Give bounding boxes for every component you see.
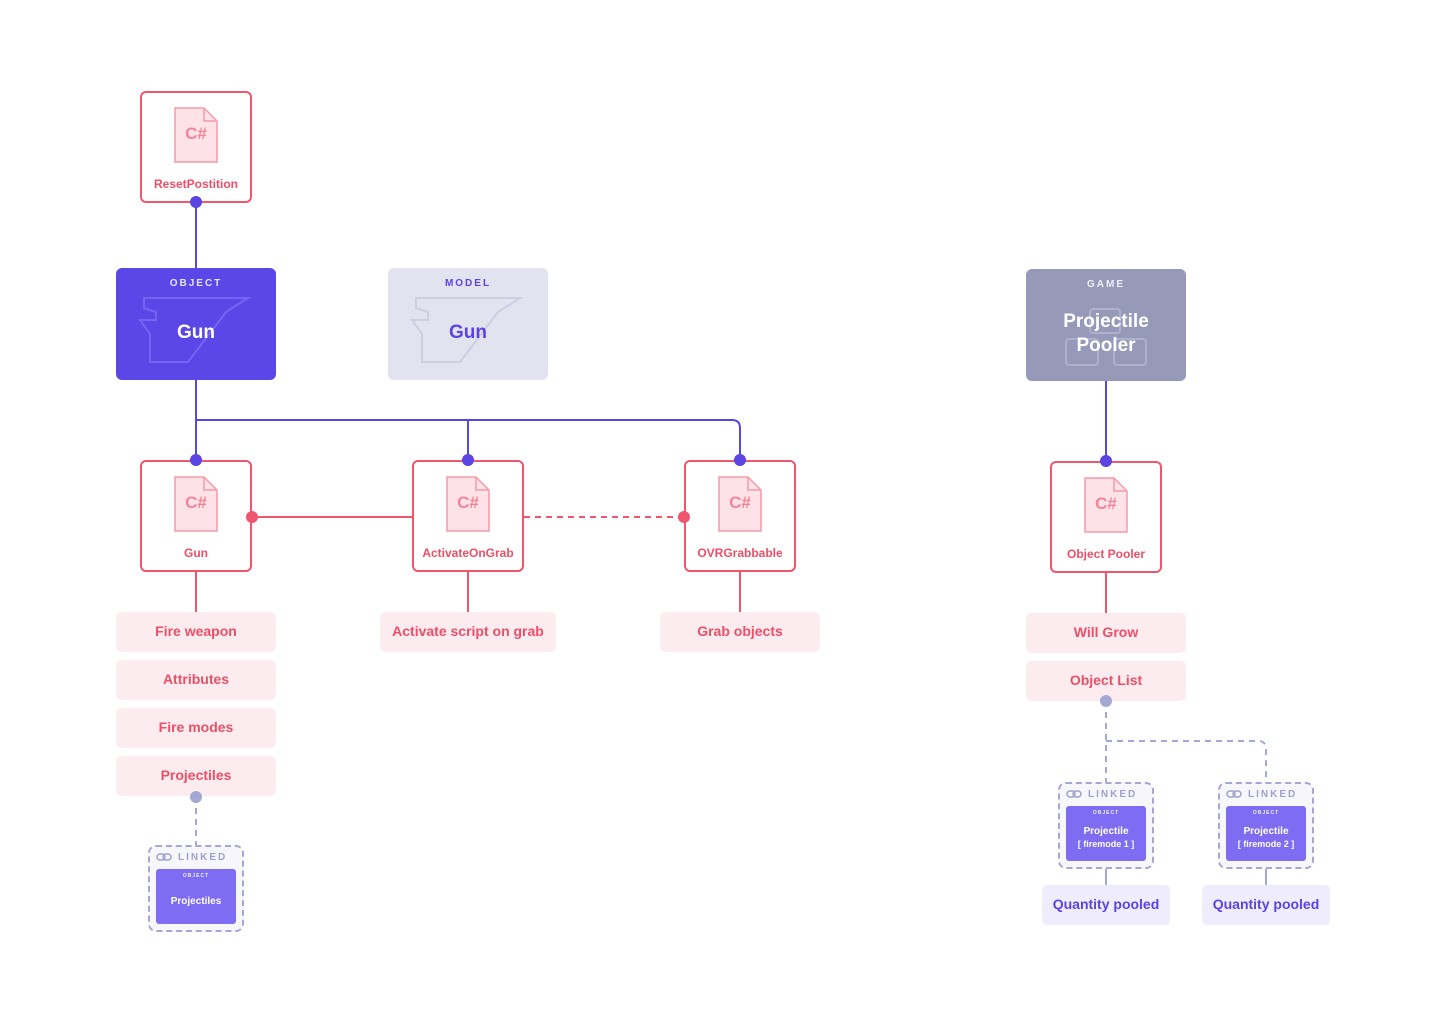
linked-object-projectiles[interactable]: LINKED OBJECT Projectiles	[148, 845, 244, 932]
connector-dot	[190, 791, 202, 803]
csharp-label: C#	[457, 493, 479, 512]
link-icon	[1066, 790, 1082, 798]
connector-objectlist-linked	[1105, 701, 1267, 782]
linked-object-kind: OBJECT	[1092, 810, 1120, 816]
pill-activate-script-on-grab[interactable]: Activate script on grab	[380, 612, 556, 652]
connector-gun-branch	[196, 419, 741, 460]
card-kind: GAME	[1087, 279, 1125, 290]
pill-projectiles[interactable]: Projectiles	[116, 756, 276, 796]
linked-object-title-line2: [ firemode 1 ]	[1077, 839, 1135, 849]
connector-dot	[678, 511, 690, 523]
link-icon	[1226, 790, 1242, 798]
connector-dot	[1100, 455, 1112, 467]
script-name: ActivateOnGrab	[422, 546, 514, 560]
pill-fire-modes[interactable]: Fire modes	[116, 708, 276, 748]
card-kind: OBJECT	[169, 278, 223, 289]
csharp-file-icon	[1084, 477, 1128, 533]
connector-dot	[190, 196, 202, 208]
model-card-gun[interactable]: MODEL Gun	[388, 268, 548, 380]
connector-dot	[190, 454, 202, 466]
linked-object-title: Projectiles	[170, 896, 222, 907]
linked-object-title-line2: [ firemode 2 ]	[1237, 839, 1295, 849]
linked-object-card: OBJECT Projectiles	[156, 869, 236, 924]
card-title-line1: Projectile	[1063, 311, 1149, 332]
script-name: Object Pooler	[1066, 547, 1146, 561]
csharp-file-icon	[446, 476, 490, 532]
linked-label: LINKED	[1248, 788, 1298, 800]
csharp-label: C#	[1095, 494, 1117, 513]
card-kind: MODEL	[444, 278, 492, 289]
csharp-file-icon	[718, 476, 762, 532]
connector-dot	[1100, 695, 1112, 707]
linked-header: LINKED	[1066, 787, 1137, 801]
pill-quantity-pooled-2[interactable]: Quantity pooled	[1202, 885, 1330, 925]
script-card-object-pooler[interactable]: C# Object Pooler	[1050, 461, 1162, 573]
connector-dot	[246, 511, 258, 523]
connector-dot	[462, 454, 474, 466]
script-card-activate-on-grab[interactable]: C# ActivateOnGrab	[412, 460, 524, 572]
card-title: Gun	[177, 322, 215, 343]
linked-object-projectile-firemode-1[interactable]: LINKED OBJECT Projectile [ firemode 1 ]	[1058, 782, 1154, 869]
gun-silhouette-icon	[410, 297, 524, 363]
linked-object-kind: OBJECT	[182, 873, 210, 879]
linked-header: LINKED	[156, 850, 227, 864]
csharp-file-icon	[174, 476, 218, 532]
linked-label: LINKED	[1088, 788, 1138, 800]
script-name: OVRGrabbable	[697, 546, 783, 560]
card-title: Projectile Pooler	[1026, 310, 1186, 358]
linked-object-card: OBJECT Projectile [ firemode 2 ]	[1226, 806, 1306, 861]
linked-label: LINKED	[178, 851, 228, 863]
pill-grab-objects[interactable]: Grab objects	[660, 612, 820, 652]
csharp-label: C#	[185, 493, 207, 512]
csharp-label: C#	[729, 493, 751, 512]
pill-object-list[interactable]: Object List	[1026, 661, 1186, 701]
blocks-icon	[1065, 308, 1147, 366]
linked-object-title-line1: Projectile	[1083, 826, 1129, 837]
object-card-gun[interactable]: OBJECT Gun	[116, 268, 276, 380]
gun-silhouette-icon	[138, 297, 252, 363]
pill-will-grow[interactable]: Will Grow	[1026, 613, 1186, 653]
linked-object-card: OBJECT Projectile [ firemode 1 ]	[1066, 806, 1146, 861]
card-title: Gun	[449, 322, 487, 343]
card-title-line2: Pooler	[1076, 335, 1136, 356]
script-card-reset-position[interactable]: C# ResetPostition	[140, 91, 252, 203]
linked-object-kind: OBJECT	[1252, 810, 1280, 816]
script-name: ResetPostition	[153, 177, 238, 191]
pill-fire-weapon[interactable]: Fire weapon	[116, 612, 276, 652]
connector-dot	[734, 454, 746, 466]
linked-object-projectile-firemode-2[interactable]: LINKED OBJECT Projectile [ firemode 2 ]	[1218, 782, 1314, 869]
pill-quantity-pooled-1[interactable]: Quantity pooled	[1042, 885, 1170, 925]
linked-object-title-line1: Projectile	[1243, 826, 1289, 837]
linked-header: LINKED	[1226, 787, 1297, 801]
csharp-file-icon	[174, 107, 218, 163]
pill-attributes[interactable]: Attributes	[116, 660, 276, 700]
csharp-label: C#	[185, 124, 207, 143]
game-card-projectile-pooler[interactable]: GAME Projectile Pooler	[1026, 269, 1186, 381]
script-name: Gun	[184, 546, 208, 560]
link-icon	[156, 853, 172, 861]
